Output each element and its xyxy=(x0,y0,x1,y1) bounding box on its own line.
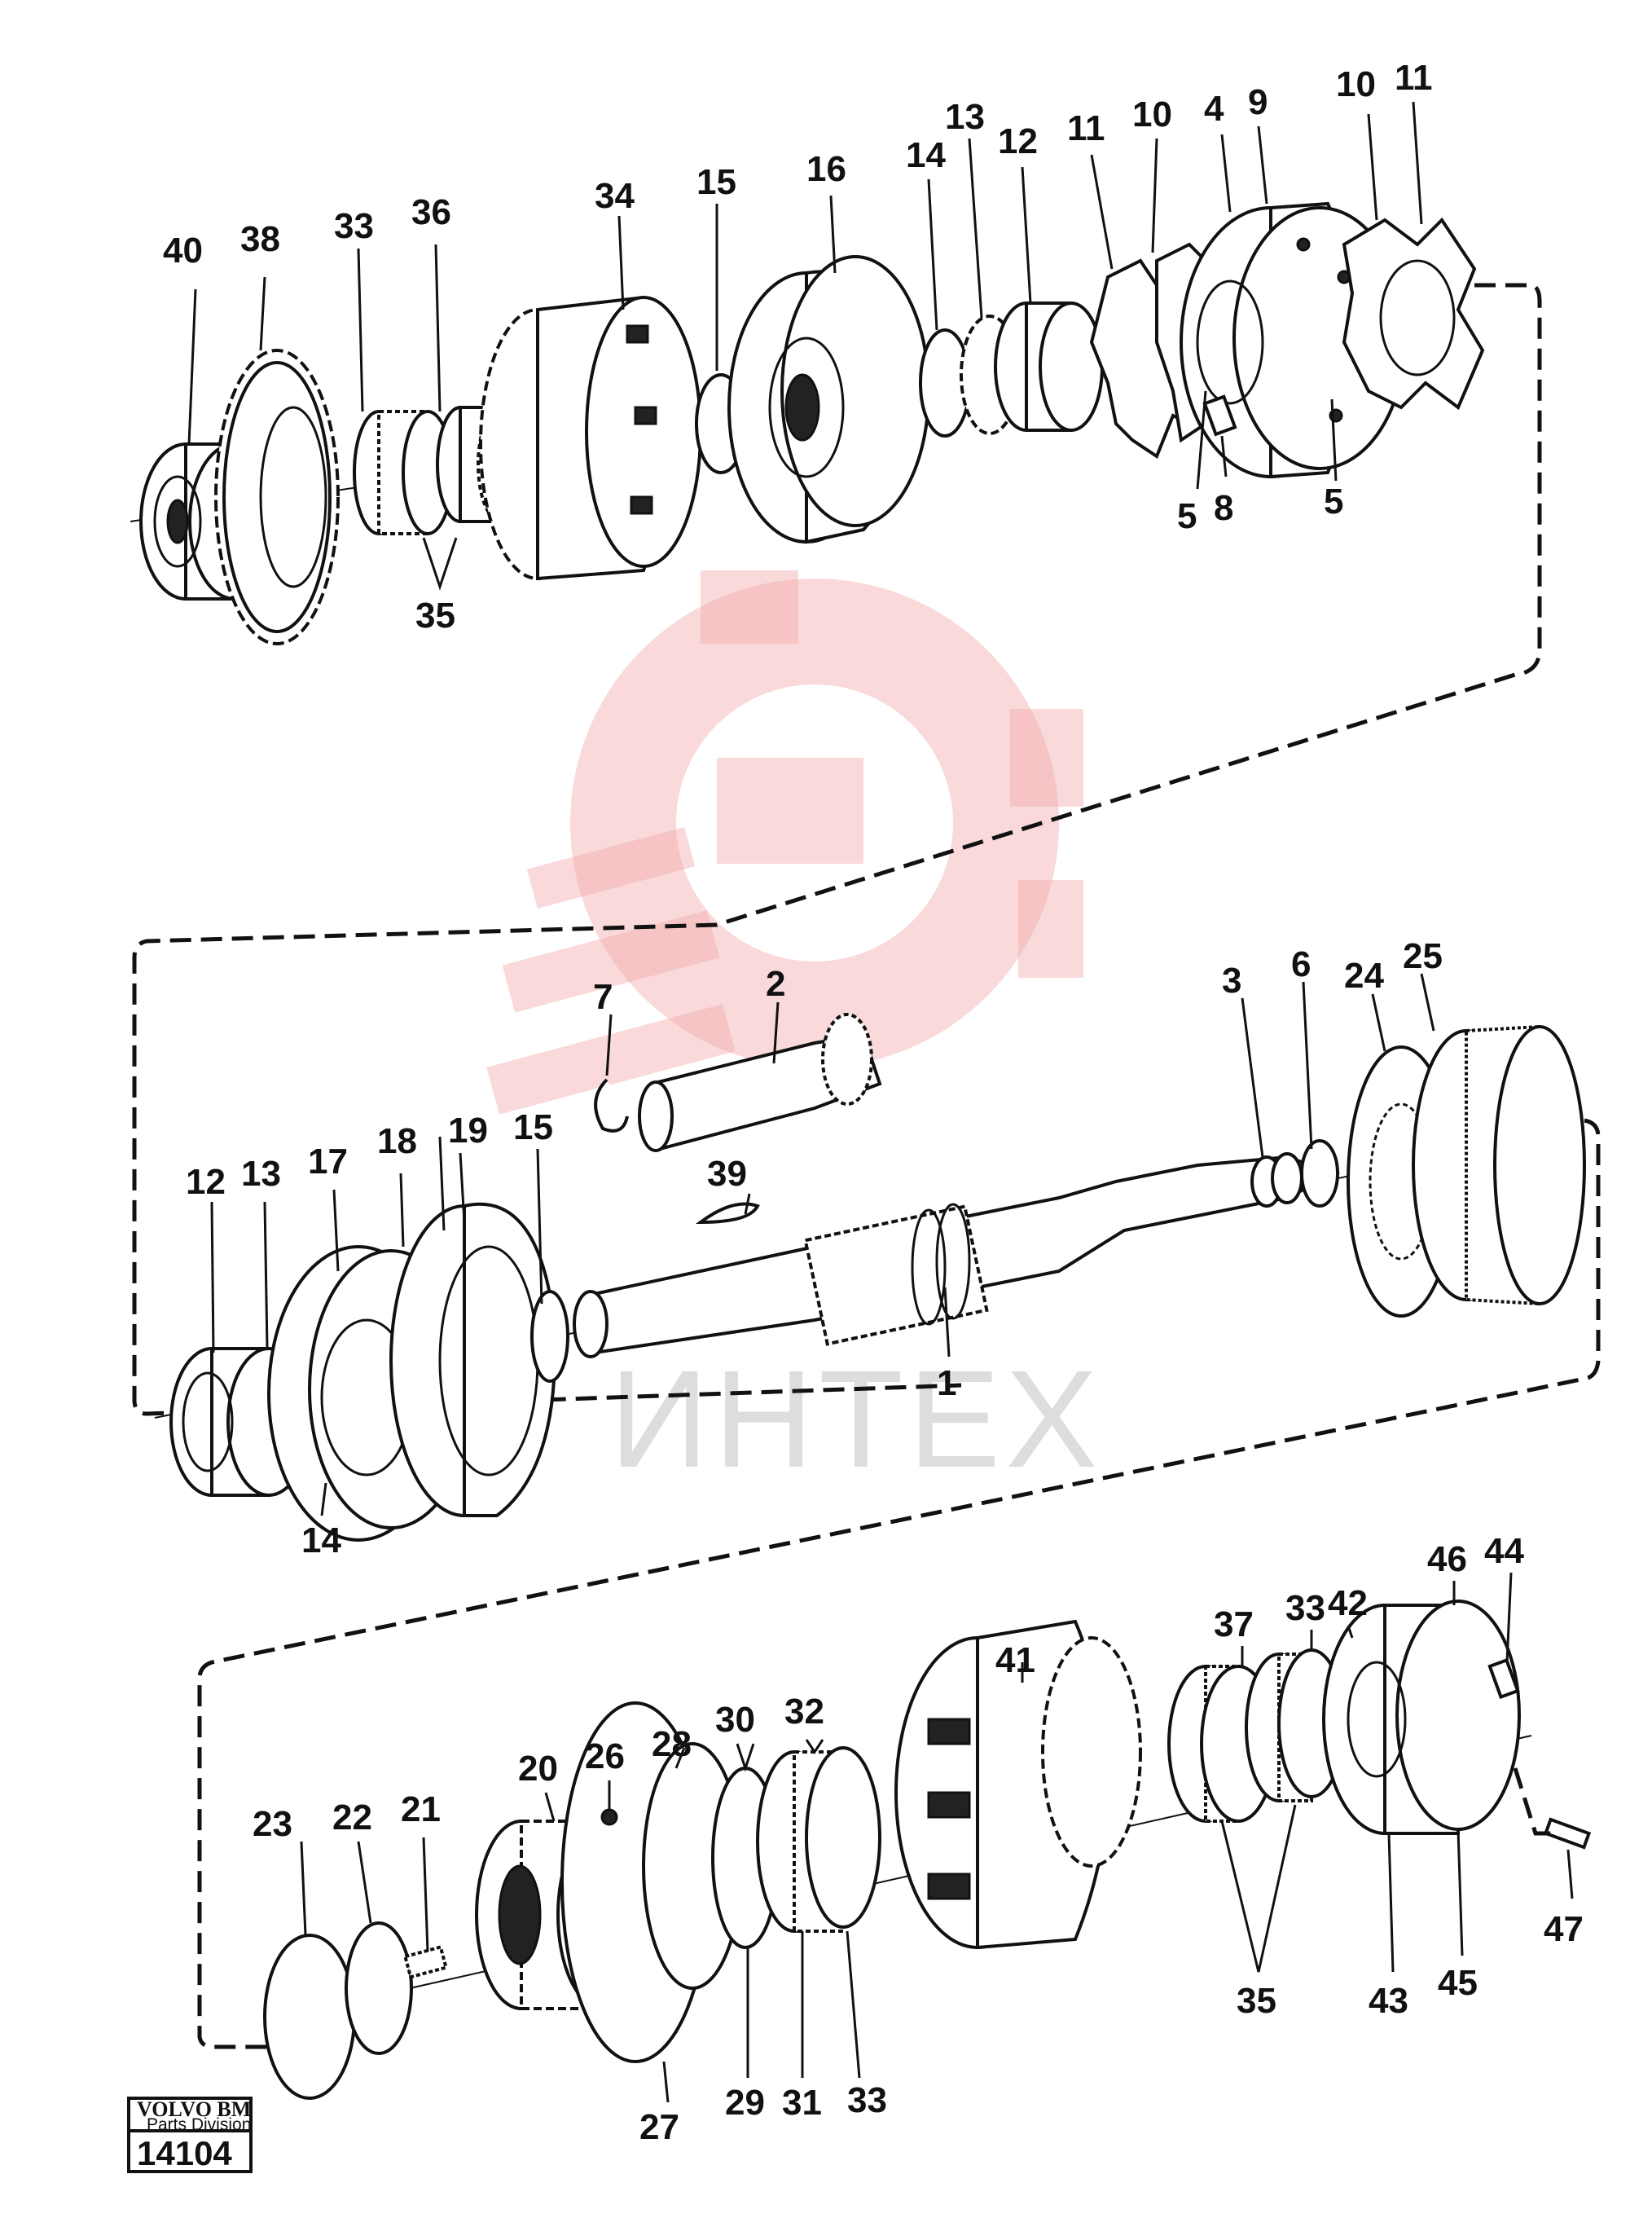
label-7: 7 xyxy=(593,977,613,1017)
label-19: 19 xyxy=(448,1111,488,1151)
label-23: 23 xyxy=(253,1804,292,1844)
label-3: 3 xyxy=(1222,961,1241,1001)
part-12-sleeve-mid xyxy=(169,1347,311,1497)
label-40: 40 xyxy=(163,231,203,271)
label-27: 27 xyxy=(639,2107,679,2147)
label-11: 11 xyxy=(1067,108,1105,148)
part-22-washer xyxy=(345,1921,413,2055)
middle-assembly xyxy=(154,1013,1586,1542)
label-6: 6 xyxy=(1291,944,1311,984)
label-16: 16 xyxy=(806,149,846,189)
part-2-stub-shaft xyxy=(638,1013,882,1152)
label-36: 36 xyxy=(411,192,451,232)
middle-group-border xyxy=(197,1118,1601,2049)
label-28: 28 xyxy=(652,1724,692,1764)
label-1: 1 xyxy=(937,1363,956,1403)
label-20: 20 xyxy=(518,1749,558,1789)
stamp-brand: VOLVO BM xyxy=(137,2097,251,2121)
label-39: 39 xyxy=(707,1154,747,1194)
label-14b: 14 xyxy=(301,1520,341,1560)
label-26: 26 xyxy=(585,1736,625,1776)
part-18-19-cover xyxy=(389,1202,557,1517)
stamp-number: 14104 xyxy=(137,2134,232,2172)
watermark-gear-logo xyxy=(486,570,1083,1115)
part-25-disc-pack xyxy=(1412,1024,1586,1306)
label-2: 2 xyxy=(766,964,785,1004)
stamp-division: Parts Division xyxy=(147,2115,251,2134)
label-13: 13 xyxy=(945,97,985,137)
leader-lines xyxy=(187,101,1574,2103)
label-31: 31 xyxy=(782,2083,822,2123)
part-41-clutch-drum xyxy=(894,1619,1142,1950)
part-35-37-needle-bearings xyxy=(1167,1648,1346,1823)
label-10b: 10 xyxy=(1336,64,1376,104)
label-41: 41 xyxy=(995,1640,1035,1680)
part-15-snap-ring-mid xyxy=(530,1290,569,1383)
part-34-clutch-drum xyxy=(479,295,702,581)
part-39-woodruff-key xyxy=(695,1202,760,1225)
label-35: 35 xyxy=(415,596,455,636)
part-3-shaft-end xyxy=(1250,1152,1303,1208)
part-12-sleeve xyxy=(994,301,1104,432)
label-44: 44 xyxy=(1484,1531,1524,1571)
label-22: 22 xyxy=(332,1798,372,1837)
volvo-parts-stamp: VOLVO BM Parts Division 14104 xyxy=(127,2097,253,2173)
part-labels: 40 38 33 36 35 34 15 16 14 13 12 11 10 4… xyxy=(163,58,1584,2147)
label-46: 46 xyxy=(1427,1539,1467,1579)
label-42: 42 xyxy=(1328,1583,1368,1623)
label-45: 45 xyxy=(1438,1963,1478,2003)
label-15b: 15 xyxy=(513,1107,553,1147)
label-17: 17 xyxy=(308,1142,348,1182)
bottom-assembly xyxy=(263,1600,1592,2100)
label-33: 33 xyxy=(334,206,374,246)
label-32: 32 xyxy=(784,1692,824,1732)
label-12b: 12 xyxy=(186,1162,226,1202)
label-14: 14 xyxy=(906,135,946,175)
label-29: 29 xyxy=(725,2083,765,2123)
label-4: 4 xyxy=(1204,89,1224,129)
label-37: 37 xyxy=(1214,1604,1254,1644)
label-21: 21 xyxy=(401,1789,441,1829)
label-24: 24 xyxy=(1344,956,1384,996)
part-1-main-shaft xyxy=(573,1155,1341,1358)
label-15: 15 xyxy=(696,162,736,202)
label-35b: 35 xyxy=(1237,1981,1276,2021)
part-7-circlip xyxy=(594,1078,629,1133)
label-12: 12 xyxy=(998,121,1038,161)
label-13b: 13 xyxy=(241,1154,281,1194)
label-10: 10 xyxy=(1132,95,1172,134)
label-47: 47 xyxy=(1544,1909,1584,1949)
part-47-pin xyxy=(1543,1817,1592,1850)
label-30: 30 xyxy=(715,1700,755,1740)
top-group-border xyxy=(132,283,1542,1416)
label-33b: 33 xyxy=(1285,1588,1325,1628)
part-8-pin xyxy=(1202,394,1237,437)
part-21-spring xyxy=(402,1945,449,1979)
part-42-46-bearing-housing xyxy=(1322,1600,1521,1835)
label-9: 9 xyxy=(1248,82,1268,122)
part-26-27-28-plate xyxy=(560,1701,743,2063)
part-16-piston xyxy=(727,255,930,544)
label-8: 8 xyxy=(1214,488,1233,528)
part-6-washer xyxy=(1300,1139,1339,1208)
part-44-pin xyxy=(1487,1657,1520,1700)
top-assembly xyxy=(130,201,1485,645)
part-11-end-plate xyxy=(1342,217,1485,411)
label-5b: 5 xyxy=(1324,482,1343,521)
label-43: 43 xyxy=(1369,1981,1408,2021)
label-11b: 11 xyxy=(1395,58,1433,98)
label-33c: 33 xyxy=(847,2080,887,2120)
part-47-dashed-leader xyxy=(1513,1767,1556,1836)
watermark: ИНТЕХ xyxy=(486,570,1103,1497)
watermark-text: ИНТЕХ xyxy=(609,1342,1103,1497)
label-38: 38 xyxy=(240,219,280,259)
part-23-ring xyxy=(263,1934,356,2100)
label-34: 34 xyxy=(595,176,635,216)
label-18: 18 xyxy=(377,1121,417,1161)
label-25: 25 xyxy=(1403,936,1443,976)
label-5a: 5 xyxy=(1177,496,1197,536)
part-38-gear xyxy=(214,349,340,645)
part-31-32-33-bearing xyxy=(756,1746,881,1933)
